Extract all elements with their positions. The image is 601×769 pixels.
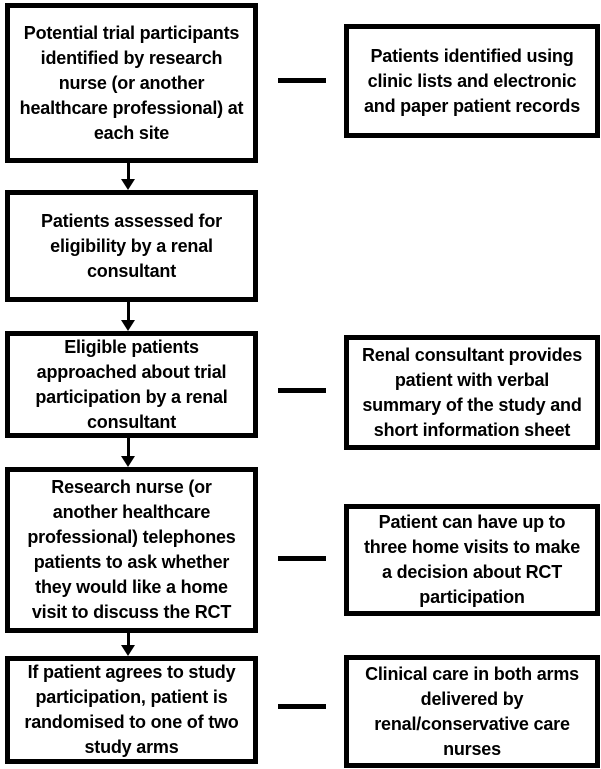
step-3-label: Eligible patients approached about trial… bbox=[35, 336, 228, 432]
down-arrow-3-line bbox=[127, 438, 130, 457]
step-5-label: If patient agrees to study participation… bbox=[24, 662, 239, 757]
step-1-participants-identified-box: Potential trial participants identified … bbox=[5, 3, 258, 163]
down-arrow-4-line bbox=[127, 633, 130, 646]
down-arrow-3-head-icon bbox=[121, 456, 135, 467]
connector-dash-1 bbox=[278, 78, 326, 83]
note-1-label: Patients identified using clinic lists a… bbox=[363, 45, 581, 116]
step-4-telephone-home-visit-box: Research nurse (or another healthcare pr… bbox=[5, 467, 258, 633]
down-arrow-1-head-icon bbox=[121, 179, 135, 190]
connector-dash-4 bbox=[278, 704, 326, 709]
down-arrow-1-line bbox=[127, 163, 130, 180]
note-4-clinical-care-box: Clinical care in both arms delivered by … bbox=[344, 655, 600, 768]
step-5-randomisation-box: If patient agrees to study participation… bbox=[5, 656, 258, 764]
note-1-patient-records-box: Patients identified using clinic lists a… bbox=[344, 24, 600, 138]
note-4-label: Clinical care in both arms delivered by … bbox=[365, 663, 579, 759]
step-1-label: Potential trial participants identified … bbox=[19, 22, 244, 143]
down-arrow-2-line bbox=[127, 302, 130, 322]
note-3-label: Patient can have up to three home visits… bbox=[363, 512, 581, 607]
down-arrow-2-head-icon bbox=[121, 320, 135, 331]
down-arrow-4-head-icon bbox=[121, 645, 135, 656]
step-2-eligibility-assessed-box: Patients assessed for eligibility by a r… bbox=[5, 190, 258, 302]
step-3-patients-approached-box: Eligible patients approached about trial… bbox=[5, 331, 258, 438]
step-4-label: Research nurse (or another healthcare pr… bbox=[27, 477, 236, 622]
connector-dash-3 bbox=[278, 556, 326, 561]
note-3-home-visits-box: Patient can have up to three home visits… bbox=[344, 504, 600, 616]
note-2-verbal-summary-box: Renal consultant provides patient with v… bbox=[344, 335, 600, 450]
connector-dash-2 bbox=[278, 388, 326, 393]
note-2-label: Renal consultant provides patient with v… bbox=[361, 344, 583, 440]
step-2-label: Patients assessed for eligibility by a r… bbox=[41, 210, 222, 281]
